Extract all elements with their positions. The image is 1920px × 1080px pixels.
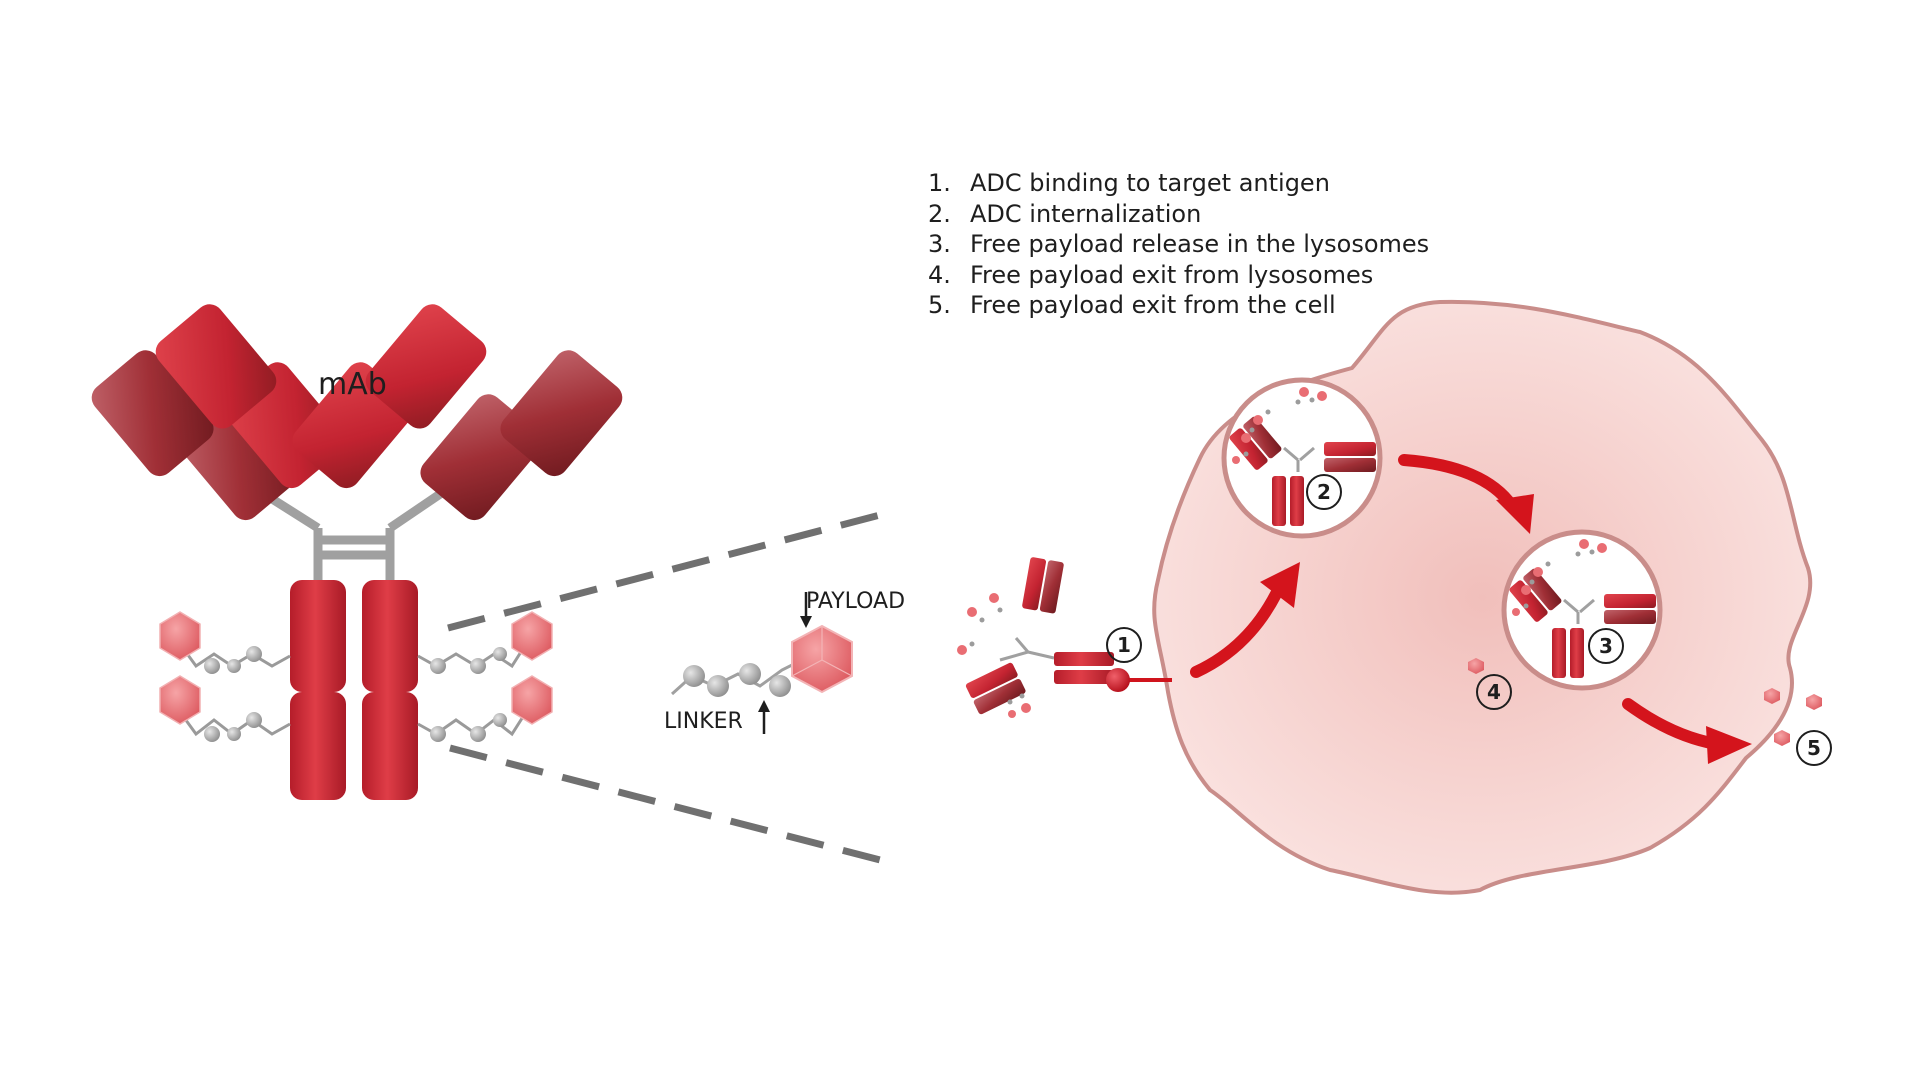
step-marker-5: 5 [1796,730,1832,766]
binding-adc [957,557,1114,718]
left-arm-inner [155,304,277,429]
hinge-region [255,486,449,590]
linker-payload-detail [670,592,853,734]
linker-label: LINKER [664,709,743,734]
step-item: 5.Free payload exit from the cell [928,291,1336,319]
payload-icon [511,611,553,661]
payload-icon [159,675,201,725]
payload-icon [511,675,553,725]
step-item: 3.Free payload release in the lysosomes [928,230,1430,258]
arrow-head-icon [1496,494,1534,534]
step-marker-4: 4 [1476,674,1512,710]
free-payloads [1468,658,1822,746]
antibody-stem [362,692,418,800]
small-adc-lysosome [1509,539,1656,678]
mab-label: mAb [318,367,387,402]
large-antibody [91,304,623,800]
small-adc-endosome [1229,387,1376,526]
step-item: 1.ADC binding to target antigen [928,169,1330,197]
arrow-head-icon [1260,562,1300,608]
target-antigen [1106,668,1130,692]
step-list: 1.ADC binding to target antigen 2.ADC in… [928,168,1429,321]
zoom-lines [447,511,881,864]
cell-body [1152,299,1813,895]
step-item: 4.Free payload exit from lysosomes [928,260,1374,289]
step-marker-3: 3 [1588,628,1624,664]
step-item: 2.ADC internalization [928,199,1202,228]
right-arm-inner [365,304,487,429]
step-marker-1: 1 [1106,627,1142,663]
step-marker-2: 2 [1306,474,1342,510]
right-arm-outer [500,350,623,477]
arrow-head-icon [1706,726,1752,764]
payload-icon [159,611,201,661]
left-arm-outer [91,350,214,477]
payload-label: PAYLOAD [806,589,906,614]
large-antibody-conjugates [159,611,553,742]
process-arrows [1190,454,1752,764]
